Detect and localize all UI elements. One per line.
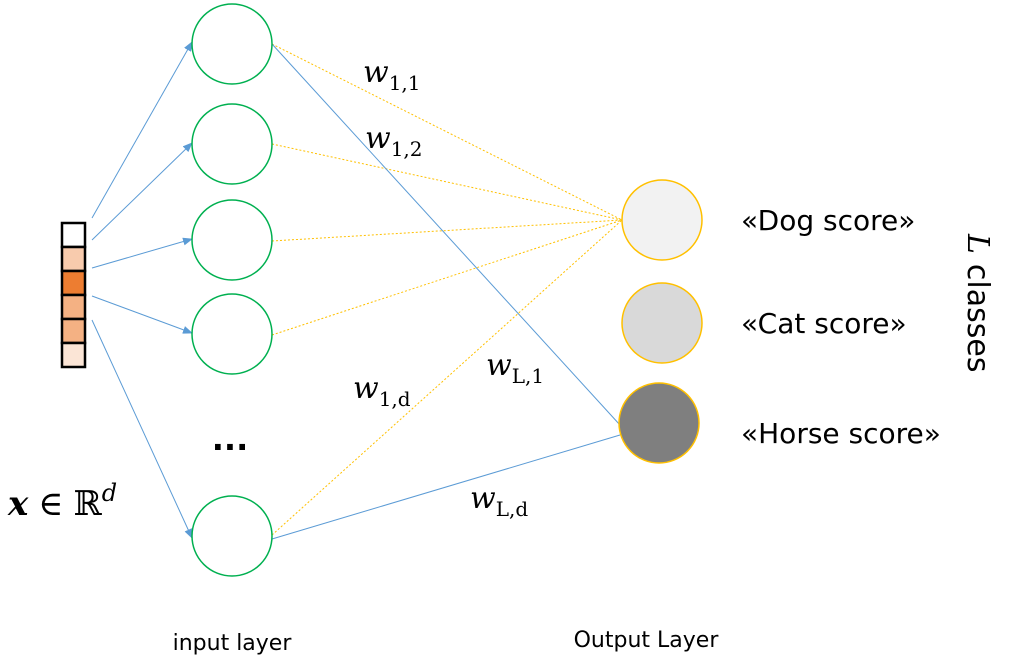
weight-w1d-base: w <box>353 371 379 406</box>
weight-wL1-sub: L,1 <box>512 364 544 388</box>
input-vector-cell <box>60 317 87 345</box>
input-vector <box>60 221 87 369</box>
dimension-exponent: d <box>102 479 117 507</box>
classes-word: classes <box>960 264 995 373</box>
input-arrow-3 <box>91 237 193 269</box>
input-arrow-1 <box>91 41 193 219</box>
connection-n4-dog <box>271 219 623 336</box>
connection-n1-dog <box>271 43 623 221</box>
output-node-dog <box>621 179 703 261</box>
output-nodes <box>618 179 703 464</box>
weight-label-w12: w1,2 <box>365 121 423 161</box>
connection-n2-dog <box>271 143 623 221</box>
weight-w12-base: w <box>365 121 391 156</box>
input-vector-cell <box>60 341 87 369</box>
input-vector-cell <box>60 245 87 273</box>
input-nodes <box>191 3 273 577</box>
input-arrows <box>91 41 193 539</box>
input-vector-cell <box>60 293 87 321</box>
weight-wLd-sub: L,d <box>496 497 529 521</box>
ellipsis: ... <box>212 420 248 458</box>
output-node-cat <box>621 282 703 364</box>
dog-score-label: «Dog score» <box>741 204 915 237</box>
input-arrow-4 <box>91 295 193 334</box>
weight-w12-sub: 1,2 <box>391 137 423 161</box>
input-space-label: x∈ℝd <box>7 479 117 524</box>
input-layer-caption: input layer <box>173 631 293 656</box>
weight-wL1-base: w <box>486 348 512 383</box>
weight-labels: w1,1 w1,2 w1,d wL,1 wL,d <box>353 55 544 521</box>
weight-label-w11: w1,1 <box>363 55 421 95</box>
element-of-symbol: ∈ <box>38 484 63 524</box>
weight-wLd-base: w <box>470 481 496 516</box>
weight-w11-base: w <box>363 55 389 90</box>
horse-score-label: «Horse score» <box>741 417 941 450</box>
weight-w11-sub: 1,1 <box>389 71 421 95</box>
input-arrow-5 <box>91 319 193 539</box>
dashed-connections <box>271 43 623 536</box>
cat-score-label: «Cat score» <box>741 307 907 340</box>
connection-nd-dog <box>271 219 623 536</box>
weight-label-wLd: wL,d <box>470 481 528 521</box>
connection-nd-horse <box>271 434 621 540</box>
blue-connections <box>271 43 621 540</box>
weight-label-wL1: wL,1 <box>486 348 544 388</box>
input-node-1 <box>191 3 273 85</box>
output-node-horse <box>618 382 700 464</box>
output-layer-caption: Output Layer <box>574 628 720 653</box>
real-space-symbol: ℝ <box>73 484 102 524</box>
output-labels: «Dog score» «Cat score» «Horse score» <box>741 204 941 450</box>
connection-n1-horse <box>271 43 621 426</box>
input-symbol: x <box>7 484 29 524</box>
input-node-d <box>191 495 273 577</box>
input-arrow-2 <box>91 142 193 241</box>
input-node-2 <box>191 103 273 185</box>
weight-w1d-sub: 1,d <box>379 387 411 411</box>
classes-symbol: L <box>960 233 995 254</box>
connection-n3-dog <box>271 219 623 242</box>
input-node-4 <box>191 293 273 375</box>
input-vector-cell <box>60 221 87 249</box>
classes-label: Lclasses <box>960 233 995 372</box>
input-node-3 <box>191 199 273 281</box>
input-vector-cell <box>60 269 87 297</box>
weight-label-w1d: w1,d <box>353 371 411 411</box>
